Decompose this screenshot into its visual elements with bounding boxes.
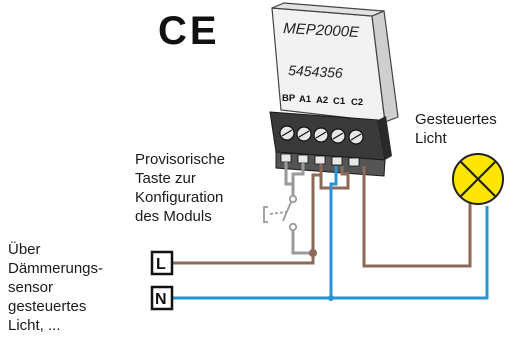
module-code: 5454356 <box>288 62 343 81</box>
lamp-icon <box>452 153 504 211</box>
push-button-icon <box>263 194 298 232</box>
terminal-label-a1: A1 <box>299 94 312 105</box>
left-note-label: Über Dämmerungs- sensor gesteuertes Lich… <box>8 241 104 334</box>
ce-mark-icon: CE <box>158 9 220 53</box>
live-wiring <box>172 164 472 268</box>
push-button-wiring <box>284 162 313 255</box>
terminal-labels: BP A1 A2 C1 C2 <box>282 93 363 108</box>
terminal-block <box>269 111 392 177</box>
supply-live-label: L <box>156 256 166 273</box>
supply-live-box: L <box>150 250 174 276</box>
terminal-label-c1: C1 <box>333 96 346 107</box>
supply-neutral-box: N <box>150 285 174 311</box>
module-model: MEP2000E <box>283 20 361 41</box>
live-junction <box>309 249 317 257</box>
temp-button-label: Provisorische Taste zur Konfiguration de… <box>135 151 226 225</box>
module-body: MEP2000E 5454356 BP A1 A2 C1 C2 <box>271 2 399 123</box>
terminal-label-a2: A2 <box>316 95 328 106</box>
terminal-screw-icon <box>279 125 364 145</box>
controlled-light-label: Gesteuertes Licht <box>415 111 497 147</box>
neutral-junction <box>328 295 334 301</box>
terminal-label-bp: BP <box>282 93 296 104</box>
supply-neutral-label: N <box>155 291 167 308</box>
terminal-label-c2: C2 <box>351 97 363 108</box>
neutral-wiring <box>172 166 489 300</box>
